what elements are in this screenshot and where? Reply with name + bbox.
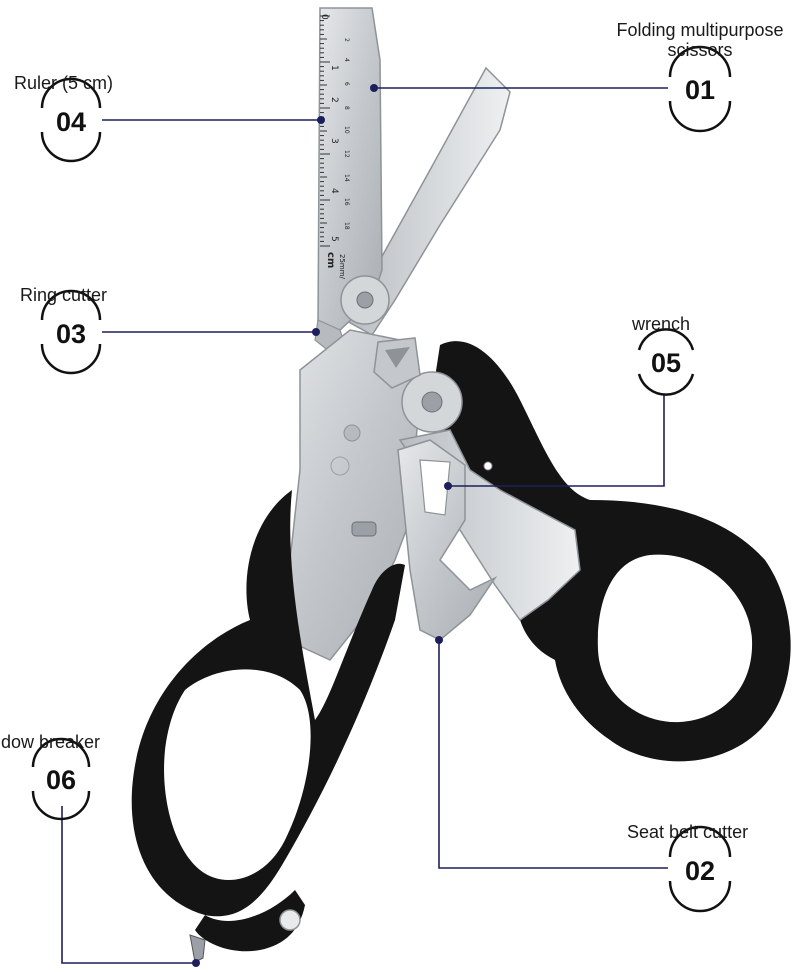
leader-lines — [61, 87, 668, 964]
dot-05 — [444, 482, 452, 490]
body-rivet — [343, 424, 361, 442]
ruler-cm-1: 1 — [329, 65, 339, 71]
badge-05-number: 05 — [651, 348, 681, 378]
wrench-slot — [419, 459, 451, 516]
dot-06 — [192, 959, 200, 967]
dot-01 — [370, 84, 378, 92]
badge-01-number: 01 — [685, 75, 715, 105]
badge-02: 02 — [668, 825, 732, 913]
badge-04-number: 04 — [56, 107, 86, 137]
ruler-mm-16: 16 — [343, 198, 350, 206]
dot-04 — [317, 116, 325, 124]
leader-dots — [192, 84, 452, 967]
left-handle-tail — [195, 890, 305, 952]
left-handle — [131, 490, 405, 917]
leader-06 — [61, 806, 196, 964]
ruler-scale-note: 25mm/ — [338, 254, 346, 280]
badge-01: 01 — [668, 45, 732, 133]
badge-03: 03 — [40, 289, 102, 375]
wrench-plate — [397, 439, 498, 641]
ruler-mm-14: 14 — [343, 174, 350, 182]
right-blade — [343, 66, 511, 336]
main-pivot-hex — [421, 391, 443, 413]
ruler-cm-2: 2 — [329, 97, 339, 103]
ruler-cm-3: 3 — [329, 138, 339, 144]
badge-06-number: 06 — [46, 765, 76, 795]
badge-03-number: 03 — [56, 319, 86, 349]
label-02: Seat belt cutter — [627, 822, 749, 842]
small-hole — [483, 461, 493, 471]
ruler-unit: cm — [325, 252, 336, 268]
label-06: dow breaker — [1, 732, 101, 752]
upper-pivot-hex — [356, 291, 374, 309]
label-01: Folding multipurpose scissors — [616, 20, 784, 60]
ruler-mm-10: 10 — [343, 126, 350, 134]
ruler-mm-18: 18 — [343, 222, 350, 230]
ruler-mm-0: 0 — [319, 14, 329, 20]
leader-02 — [438, 640, 668, 869]
ruler-ticks — [320, 15, 330, 247]
ruler-mm-2: 2 — [343, 38, 350, 42]
body-slot — [351, 521, 377, 537]
leader-05 — [448, 394, 665, 487]
label-03: Ring cutter — [20, 285, 108, 305]
ruler-mm-4: 4 — [343, 58, 350, 62]
badge-05: 05 — [637, 328, 695, 396]
label-05: wrench — [632, 314, 691, 334]
body-hole — [330, 456, 350, 476]
ruler-cm-5: 5 — [329, 236, 339, 242]
ruler-cm-4: 4 — [329, 188, 339, 194]
dot-02 — [435, 636, 443, 644]
lock-triangle-mark — [385, 347, 410, 368]
badge-04: 04 — [40, 77, 102, 163]
badge-02-number: 02 — [685, 856, 715, 886]
label-04: Ruler (5 cm) — [14, 73, 114, 93]
ruler-mm-6: 6 — [343, 82, 350, 86]
glass-breaker-tip — [189, 934, 206, 963]
ruler-mm-8: 8 — [343, 106, 350, 110]
right-handle — [430, 341, 791, 762]
dot-03 — [312, 328, 320, 336]
lanyard-hole — [279, 909, 301, 931]
badge-06: 06 — [31, 737, 91, 821]
ruler-mm-12: 12 — [343, 150, 350, 158]
